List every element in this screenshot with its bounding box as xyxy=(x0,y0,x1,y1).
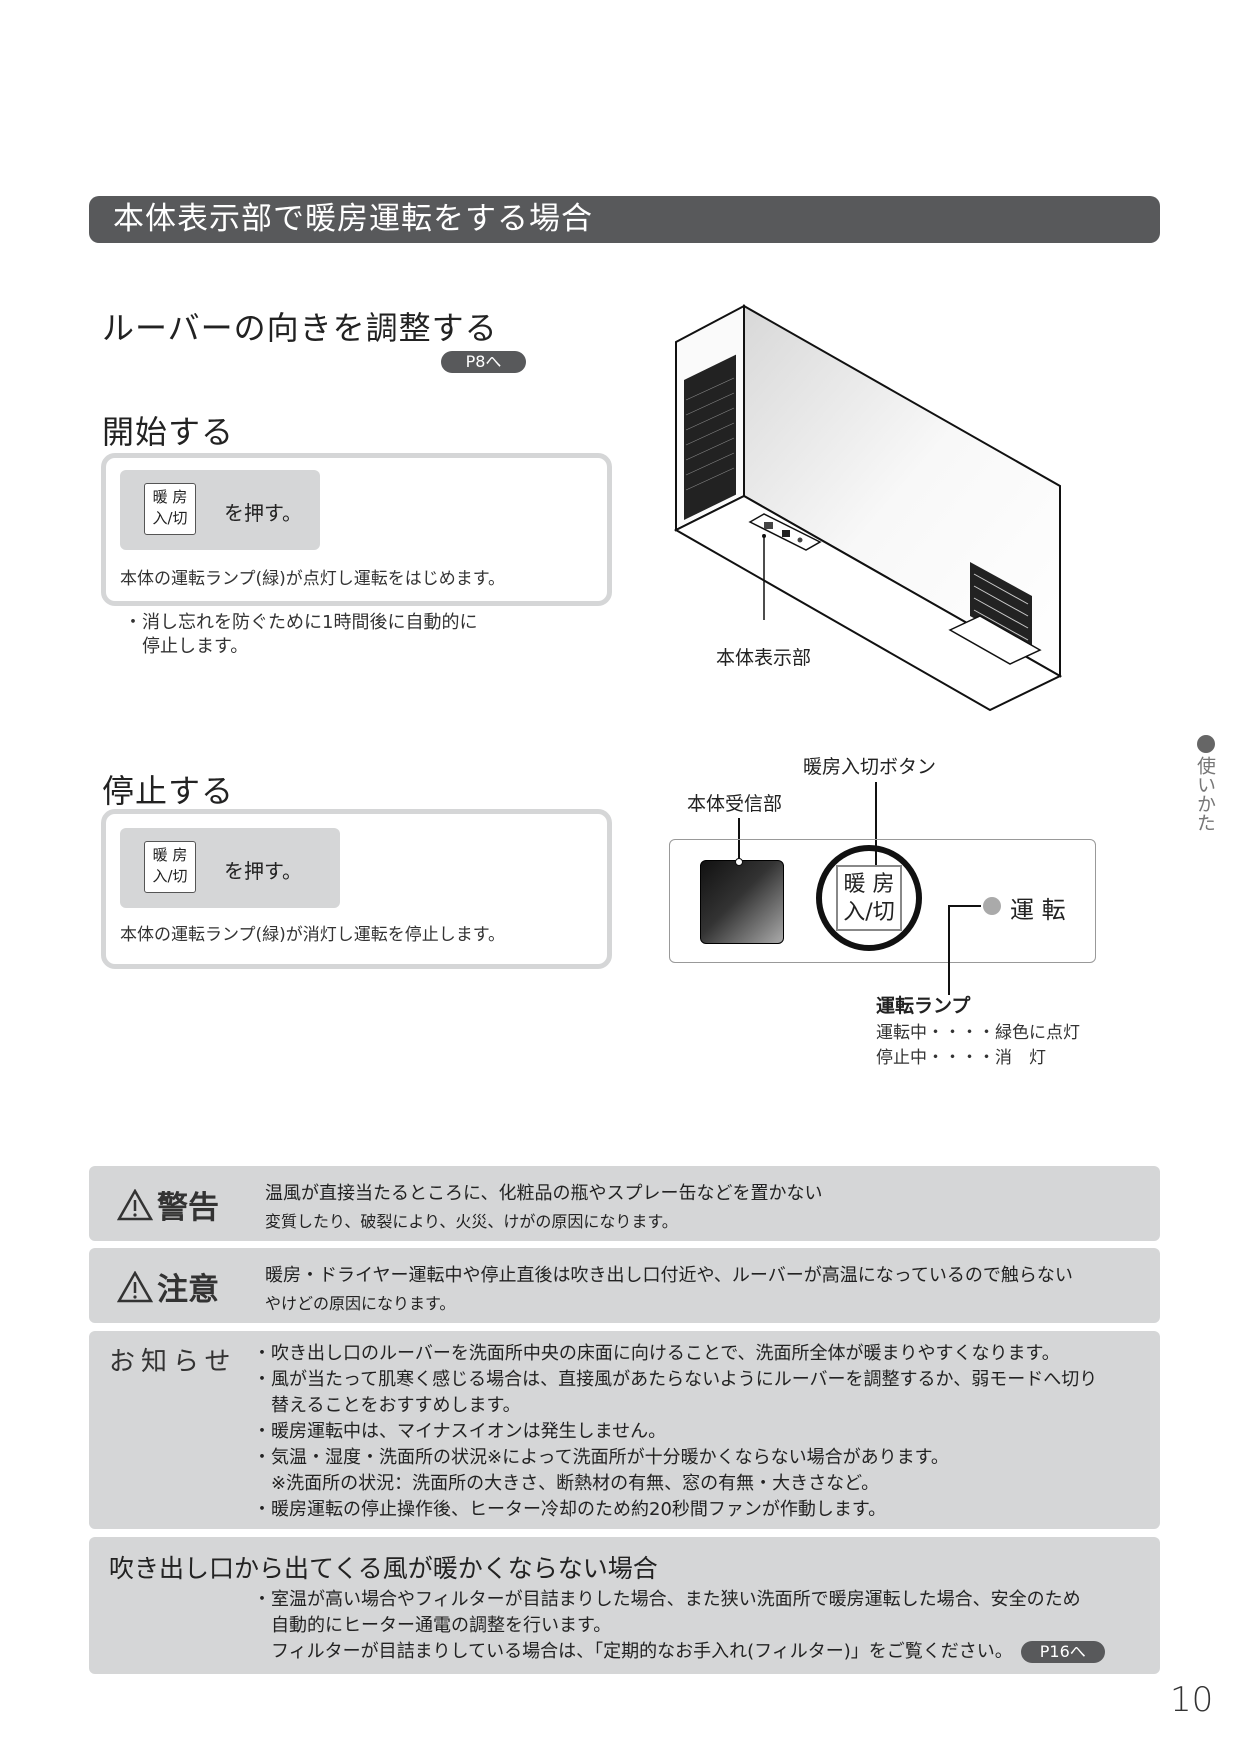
warning-line2: 変質したり、破裂により、火災、けがの原因になります。 xyxy=(265,1212,678,1231)
run-lamp-text: 運 転 xyxy=(1010,896,1066,924)
warning-line1: 温風が直接当たるところに、化粧品の瓶やスプレー缶などを置かない xyxy=(265,1183,823,1204)
caution-line1: 暖房・ドライヤー運転中や停止直後は吹き出し口付近や、ルーバーが高温になっているの… xyxy=(265,1265,1073,1286)
leader-dot xyxy=(735,858,743,866)
warm-air-body: ・室温が高い場合やフィルターが目詰まりした場合、また狭い洗面所で暖房運転した場合… xyxy=(253,1587,1105,1665)
leader-line xyxy=(738,818,740,863)
stop-heading: 停止する xyxy=(102,772,235,810)
warm-air-box: 吹き出し口から出てくる風が暖かくならない場合 ・室温が高い場合やフィルターが目詰… xyxy=(89,1537,1160,1674)
press-text: を押す。 xyxy=(224,859,302,883)
start-instruction-box: 暖 房 入/切 を押す。 本体の運転ランプ(緑)が点灯し運転をはじめます。 xyxy=(101,453,612,606)
key-line2: 入/切 xyxy=(152,867,188,885)
key-line1: 暖 房 xyxy=(152,846,188,864)
note-line1: ・消し忘れを防ぐために1時間後に自動的に xyxy=(124,612,478,633)
notice-item: 替えることをおすすめします。 xyxy=(253,1395,521,1416)
section-header: 本体表示部で暖房運転をする場合 xyxy=(89,196,1160,243)
heater-onoff-button[interactable]: 暖 房 入/切 xyxy=(816,845,922,951)
lamp-off-state: 停止中・・・・消 灯 xyxy=(876,1048,1046,1068)
caution-line2: やけどの原因になります。 xyxy=(265,1294,456,1313)
side-tab-bullet-icon xyxy=(1197,735,1215,753)
press-instruction: 暖 房 入/切 を押す。 xyxy=(120,470,320,550)
leader-line xyxy=(948,905,950,995)
louver-heading: ルーバーの向きを調整する xyxy=(102,309,498,347)
button-line1: 暖 房 xyxy=(843,872,895,897)
heater-onoff-key-icon: 暖 房 入/切 xyxy=(144,483,196,535)
caution-box: 注意 暖房・ドライヤー運転中や停止直後は吹き出し口付近や、ルーバーが高温になって… xyxy=(89,1248,1160,1323)
warm-air-title: 吹き出し口から出てくる風が暖かくならない場合 xyxy=(109,1554,658,1583)
warning-title: 警告 xyxy=(117,1182,219,1227)
notice-item: ※洗面所の状況：洗面所の大きさ、断熱材の有無、窓の有無・大きさなど。 xyxy=(253,1473,880,1494)
warm-air-line2: 自動的にヒーター通電の調整を行います。 xyxy=(253,1615,612,1636)
caution-triangle-icon xyxy=(117,1270,153,1302)
run-lamp-icon xyxy=(983,897,1001,915)
button-line2: 入/切 xyxy=(843,900,895,925)
warning-triangle-icon xyxy=(117,1188,153,1220)
notice-item: ・吹き出し口のルーバーを洗面所中央の床面に向けることで、洗面所全体が暖まりやすく… xyxy=(253,1343,1060,1364)
receiver-window xyxy=(700,860,784,944)
notice-item: ・風が当たって肌寒く感じる場合は、直接風があたらないようにルーバーを調整するか、… xyxy=(253,1369,1098,1390)
notice-item: ・暖房運転の停止操作後、ヒーター冷却のため約20秒間ファンが作動します。 xyxy=(253,1499,887,1520)
notice-list: ・吹き出し口のルーバーを洗面所中央の床面に向けることで、洗面所全体が暖まりやすく… xyxy=(253,1341,1097,1523)
warm-air-line1: ・室温が高い場合やフィルターが目詰まりした場合、また狭い洗面所で暖房運転した場合… xyxy=(253,1589,1081,1610)
page-number: 10 xyxy=(1170,1680,1214,1720)
press-instruction: 暖 房 入/切 を押す。 xyxy=(120,828,340,908)
notice-item: ・暖房運転中は、マイナスイオンは発生しません。 xyxy=(253,1421,667,1442)
leader-line xyxy=(948,905,981,907)
notice-item: ・気温・湿度・洗面所の状況※によって洗面所が十分暖かくならない場合があります。 xyxy=(253,1447,949,1468)
heater-button-label: 暖房入切ボタン xyxy=(803,756,937,778)
caution-title: 注意 xyxy=(117,1264,219,1309)
warning-title-text: 警告 xyxy=(157,1190,219,1226)
control-panel: 暖 房 入/切 運 転 xyxy=(669,839,1096,995)
leader-line xyxy=(875,782,877,867)
key-line1: 暖 房 xyxy=(152,488,188,506)
lamp-title: 運転ランプ xyxy=(876,995,971,1017)
page-ref-p16[interactable]: P16へ xyxy=(1020,1641,1105,1663)
receiver-label: 本体受信部 xyxy=(687,793,783,815)
press-text: を押す。 xyxy=(224,501,302,525)
notice-title: お知らせ xyxy=(109,1347,237,1377)
heater-unit-illustration xyxy=(673,304,1063,712)
auto-stop-note: ・消し忘れを防ぐために1時間後に自動的に 停止します。 xyxy=(124,611,477,659)
caution-title-text: 注意 xyxy=(157,1272,219,1308)
start-description: 本体の運転ランプ(緑)が点灯し運転をはじめます。 xyxy=(120,569,506,589)
key-line2: 入/切 xyxy=(152,509,188,527)
start-heading: 開始する xyxy=(102,413,235,451)
warning-box: 警告 温風が直接当たるところに、化粧品の瓶やスプレー缶などを置かない 変質したり… xyxy=(89,1166,1160,1241)
stop-instruction-box: 暖 房 入/切 を押す。 本体の運転ランプ(緑)が消灯し運転を停止します。 xyxy=(101,809,612,969)
note-line2: 停止します。 xyxy=(142,636,249,657)
side-tab-label[interactable]: 使いかた xyxy=(1194,756,1216,832)
warm-air-line3: フィルターが目詰まりしている場合は、「定期的なお手入れ(フィルター)」をご覧くだ… xyxy=(253,1641,1013,1662)
lamp-on-state: 運転中・・・・緑色に点灯 xyxy=(876,1023,1080,1043)
notice-box: お知らせ ・吹き出し口のルーバーを洗面所中央の床面に向けることで、洗面所全体が暖… xyxy=(89,1331,1160,1529)
lamp-legend: 運転ランプ 運転中・・・・緑色に点灯 停止中・・・・消 灯 xyxy=(876,991,1080,1068)
page-ref-p8[interactable]: P8へ xyxy=(441,351,526,373)
display-part-label: 本体表示部 xyxy=(716,647,812,669)
heater-onoff-key-icon: 暖 房 入/切 xyxy=(144,841,196,893)
stop-description: 本体の運転ランプ(緑)が消灯し運転を停止します。 xyxy=(120,925,506,945)
